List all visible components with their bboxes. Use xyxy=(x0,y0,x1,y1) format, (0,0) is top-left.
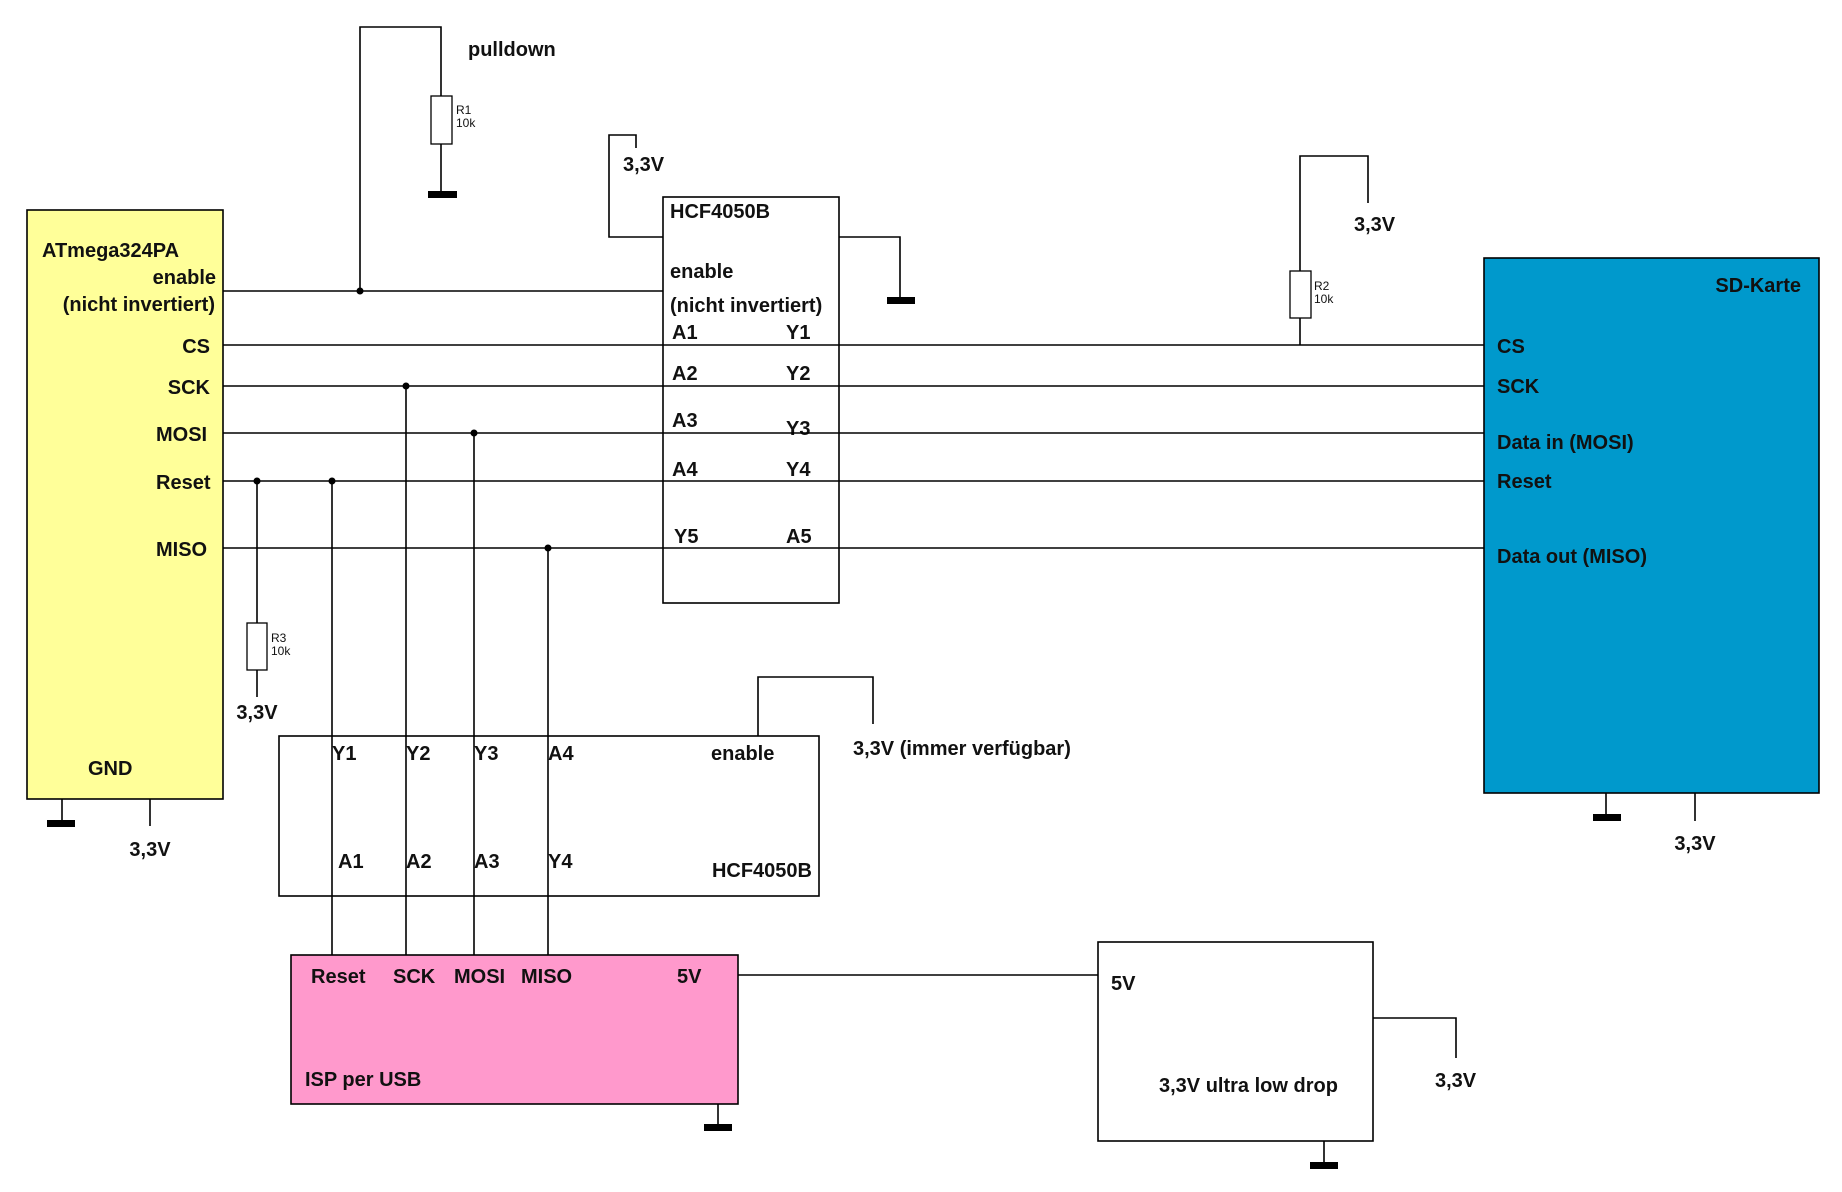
resistor-r1 xyxy=(430,95,453,145)
buffer-top-pin-y4: Y4 xyxy=(786,459,811,481)
resistor-r3 xyxy=(246,622,268,671)
buffer-bottom-enable: enable xyxy=(711,743,774,765)
junction-dot xyxy=(402,382,410,390)
buffer-top-supply-wire xyxy=(608,134,663,238)
junction-dot xyxy=(470,429,478,437)
r2-name: R2 xyxy=(1314,279,1330,293)
mcu-pin-cs: CS xyxy=(182,336,210,358)
buffer-top-pin-y1: Y1 xyxy=(786,322,810,344)
junction-dot xyxy=(544,544,552,552)
r2-supply-label: 3,3V xyxy=(1354,214,1396,236)
mcu-body xyxy=(26,209,224,800)
mcu-title: ATmega324PA xyxy=(42,240,179,262)
reset-pullup-network: R3 10k 3,3V xyxy=(236,481,291,724)
buffer-bottom-pin-y3: Y3 xyxy=(474,743,498,765)
buffer-bottom-pin-y1: Y1 xyxy=(332,743,356,765)
isp-pin-sck: SCK xyxy=(393,966,436,988)
sd-card-block: SD-Karte CS SCK Data in (MOSI) Reset Dat… xyxy=(1483,257,1820,855)
buffer-top-pin-y2: Y2 xyxy=(786,363,810,385)
ground-symbol xyxy=(887,297,915,304)
junction-dot xyxy=(253,477,261,485)
mcu-pin-reset: Reset xyxy=(156,472,211,494)
isp-pin-mosi: MOSI xyxy=(454,966,505,988)
ground-symbol xyxy=(1593,814,1621,821)
sd-supply-label: 3,3V xyxy=(1674,833,1716,855)
isp-pin-miso: MISO xyxy=(521,966,572,988)
buffer-top-gnd-wire xyxy=(839,236,901,298)
sd-pin-reset: Reset xyxy=(1497,471,1552,493)
buffer-top-supply-label: 3,3V xyxy=(623,154,665,176)
sd-pin-sck: SCK xyxy=(1497,376,1540,398)
regulator-block: 5V 3,3V ultra low drop 3,3V xyxy=(1097,941,1477,1169)
buffer-top-pin-y3: Y3 xyxy=(786,418,810,440)
regulator-title: 3,3V ultra low drop xyxy=(1159,1075,1338,1097)
buffer-top-pin-a2: A2 xyxy=(672,363,698,385)
buffer-top-pin-a5: A5 xyxy=(786,526,812,548)
buffer-bottom-pin-a2: A2 xyxy=(406,851,432,873)
ground-symbol xyxy=(1310,1162,1338,1169)
r2-value: 10k xyxy=(1314,292,1334,306)
buffer-bottom-pin-a4: A4 xyxy=(548,743,574,765)
r1-name: R1 xyxy=(456,103,472,117)
pulldown-label: pulldown xyxy=(468,39,556,61)
sd-pin-cs: CS xyxy=(1497,336,1525,358)
mcu-block: ATmega324PA enable (nicht invertiert) CS… xyxy=(26,209,224,861)
mcu-supply-label: 3,3V xyxy=(129,839,171,861)
r3-name: R3 xyxy=(271,631,287,645)
buffer-bottom-pin-a3: A3 xyxy=(474,851,500,873)
buffer-bottom-title: HCF4050B xyxy=(712,860,812,882)
isp-title: ISP per USB xyxy=(305,1069,421,1091)
buffer-bottom-enable-wire xyxy=(757,676,874,736)
mcu-pin-sck: SCK xyxy=(168,377,211,399)
buffer-bottom-block: 3,3V (immer verfügbar) enable HCF4050B Y… xyxy=(278,676,1071,897)
mcu-pin-gnd: GND xyxy=(88,758,132,780)
mcu-pin-miso: MISO xyxy=(156,539,207,561)
buffer-top-block: 3,3V HCF4050B enable (nicht invertiert) … xyxy=(608,134,915,604)
sd-card-title: SD-Karte xyxy=(1715,275,1801,297)
isp-taps xyxy=(253,382,552,955)
buffer-bottom-pin-a1: A1 xyxy=(338,851,364,873)
r1-value: 10k xyxy=(456,116,476,130)
regulator-body xyxy=(1097,941,1374,1142)
buffer-top-pin-a3: A3 xyxy=(672,410,698,432)
r3-value: 10k xyxy=(271,644,291,658)
buffer-top-title: HCF4050B xyxy=(670,201,770,223)
signal-wires xyxy=(223,290,1484,549)
r2-supply-wire xyxy=(1299,155,1369,271)
buffer-bottom-enable-supply: 3,3V (immer verfügbar) xyxy=(853,738,1071,760)
resistor-r2 xyxy=(1289,270,1312,319)
pulldown-wire xyxy=(359,26,442,291)
ground-symbol xyxy=(47,820,75,827)
buffer-top-pin-a4: A4 xyxy=(672,459,698,481)
isp-power-label: 5V xyxy=(677,966,702,988)
ground-symbol xyxy=(704,1124,732,1131)
regulator-output-label: 3,3V xyxy=(1435,1070,1477,1092)
sd-pin-miso: Data out (MISO) xyxy=(1497,546,1647,568)
isp-pin-reset: Reset xyxy=(311,966,366,988)
mcu-pin-enable-note: (nicht invertiert) xyxy=(63,294,215,316)
buffer-top-enable-note: (nicht invertiert) xyxy=(670,295,822,317)
regulator-output-wire xyxy=(1373,1017,1457,1058)
buffer-bottom-pin-y4: Y4 xyxy=(548,851,573,873)
buffer-bottom-pin-y2: Y2 xyxy=(406,743,430,765)
regulator-input-label: 5V xyxy=(1111,973,1136,995)
buffer-top-body xyxy=(662,196,840,604)
buffer-top-pin-y5: Y5 xyxy=(674,526,698,548)
pulldown-network: R1 10k pulldown xyxy=(356,26,556,295)
buffer-top-pin-a1: A1 xyxy=(672,322,698,344)
mcu-pin-mosi: MOSI xyxy=(156,424,207,446)
ground-symbol xyxy=(428,191,457,198)
buffer-bottom-body xyxy=(278,735,820,897)
sd-pin-mosi: Data in (MOSI) xyxy=(1497,432,1634,454)
r3-supply-label: 3,3V xyxy=(236,702,278,724)
cs-pullup-network: R2 10k 3,3V xyxy=(1289,155,1396,345)
junction-dot xyxy=(328,477,336,485)
isp-block: Reset SCK MOSI MISO 5V ISP per USB xyxy=(290,954,739,1131)
buffer-top-enable: enable xyxy=(670,261,733,283)
sd-card-body xyxy=(1483,257,1820,794)
isp-body xyxy=(290,954,739,1105)
mcu-pin-enable: enable xyxy=(153,267,216,289)
